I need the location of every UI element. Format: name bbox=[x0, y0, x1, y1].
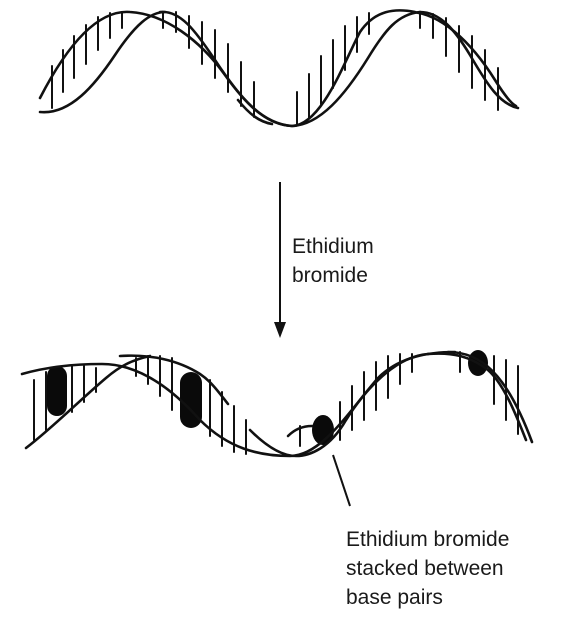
strand-b-segment2-normal bbox=[160, 12, 420, 126]
base-pairs-intercalated bbox=[34, 352, 518, 454]
dna-helix-normal bbox=[40, 10, 518, 126]
callout-label: Ethidium bromide stacked between base pa… bbox=[346, 525, 509, 612]
reaction-arrow bbox=[274, 182, 286, 338]
arrow-label: Ethidium bromide bbox=[292, 232, 374, 290]
strand-a-intercalated bbox=[22, 352, 455, 456]
dna-helix-intercalated bbox=[22, 350, 532, 456]
callout-label-line1: Ethidium bromide bbox=[346, 525, 509, 554]
arrow-head bbox=[274, 322, 286, 338]
strand-b-normal bbox=[40, 12, 165, 112]
arrow-label-line2: bromide bbox=[292, 261, 374, 290]
callout-label-line3: base pairs bbox=[346, 583, 509, 612]
ethidium-bromide-molecule bbox=[47, 366, 67, 416]
base-pairs-normal bbox=[52, 12, 498, 124]
strand-a-segment2-normal bbox=[412, 12, 516, 106]
arrow-label-line1: Ethidium bbox=[292, 232, 374, 261]
callout-pointer-line bbox=[333, 455, 350, 506]
callout-label-line2: stacked between bbox=[346, 554, 509, 583]
